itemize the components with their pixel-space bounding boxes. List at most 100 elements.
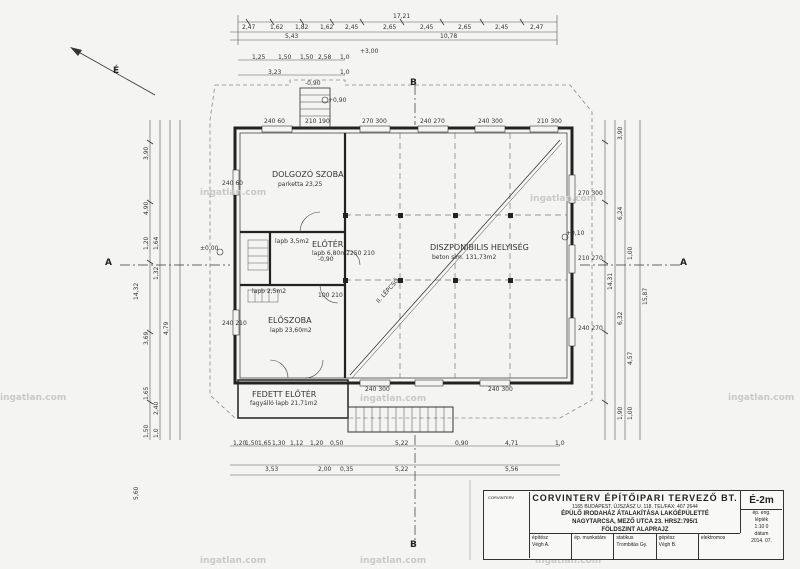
section-marker-b: B	[410, 78, 417, 88]
dim-bottom: 3,53	[265, 466, 279, 473]
opening-label: 240 300	[488, 386, 513, 393]
dim-bottom-small: 5,22	[395, 440, 409, 447]
dim-top-right: 10,78	[440, 33, 458, 40]
opening-label: 270 300	[578, 190, 603, 197]
section-marker-a: A	[680, 258, 687, 268]
room-name: ELŐTÉR	[312, 240, 344, 249]
dim-small: 3,23	[268, 69, 282, 76]
designer-cell: elektromos	[699, 534, 740, 559]
dim-bottom-small: 1,65	[258, 440, 272, 447]
dim-left: 1,20	[143, 236, 150, 250]
room-area: beton sim. 131,73m2	[432, 254, 497, 261]
project-location: NAGYTARCSA, MEZŐ UTCA 23. HRSZ:795/1	[572, 519, 698, 525]
watermark: ingatlan.com	[360, 556, 427, 566]
dim-bottom-small: 1,12	[290, 440, 304, 447]
dim-bottom-small: 1,30	[272, 440, 286, 447]
ep-eng: ép. eng.	[752, 510, 771, 516]
dim-top: 1,62	[320, 24, 334, 31]
dim-bottom-small: 4,71	[505, 440, 519, 447]
room-name: ELŐSZOBA	[268, 316, 312, 325]
dim-top: 2,45	[495, 24, 509, 31]
company-logo: CORVINTERV	[485, 492, 530, 558]
dim-left: 1,50	[143, 424, 150, 438]
dim-small: 1,50	[300, 54, 314, 61]
dim-left: 1,32	[153, 266, 160, 280]
room-area: lapb 2,5m2	[252, 288, 287, 295]
cell-value: Végh B.	[658, 542, 677, 548]
dim-top: 2,45	[345, 24, 359, 31]
dim-top: 2,65	[383, 24, 397, 31]
dim-top: 2,47	[242, 24, 256, 31]
dim-bottom-small: 1,20	[233, 440, 247, 447]
scale-label: lépték	[754, 517, 769, 523]
dim-right: 1,00	[627, 406, 634, 420]
dim-bottom: 5,56	[505, 466, 519, 473]
cell-value: Trombitás Gy.	[616, 542, 648, 548]
room-name: DISZPONIBILIS HELYISÉG	[430, 243, 529, 252]
dim-bottom: 2,00	[318, 466, 332, 473]
elevation-label: ±0,00	[200, 245, 219, 252]
dim-right: 6,32	[617, 311, 624, 325]
room-area: lapb 3,5m2	[275, 238, 310, 245]
dim-left: 1,65	[143, 386, 150, 400]
dim-bottom-small: 0,50	[330, 440, 344, 447]
opening-label: 210 190	[305, 118, 330, 125]
watermark: ingatlan.com	[200, 188, 267, 198]
dim-left: 1,0	[153, 428, 160, 438]
room-area: fagyálló lapb 21,71m2	[250, 400, 318, 407]
opening-label: 240 300	[478, 118, 503, 125]
dim-right-total: 14,31	[607, 272, 614, 290]
dim-right: 6,24	[617, 206, 624, 220]
dim-bottom: 5,22	[395, 466, 409, 473]
watermark: ingatlan.com	[200, 556, 267, 566]
elevation-label: -0,90	[318, 256, 334, 263]
watermark: ingatlan.com	[0, 393, 67, 403]
dim-top: 2,45	[420, 24, 434, 31]
cell-heading: statikus	[616, 535, 634, 541]
opening-label: 240 270	[578, 325, 603, 332]
cell-heading: ép. munkatárs	[574, 535, 606, 541]
watermark: ingatlan.com	[535, 556, 602, 566]
dim-bottom-small: 0,90	[455, 440, 469, 447]
opening-label: 250 210	[350, 250, 375, 257]
north-arrow-label: É	[113, 66, 120, 76]
title-block: CORVINTERV CORVINTERV ÉPÍTŐIPARI TERVEZŐ…	[483, 490, 784, 560]
opening-label: 240 60	[264, 118, 285, 125]
dim-small: 2,58	[318, 54, 332, 61]
room-name: DOLGOZÓ SZOBA	[272, 170, 344, 179]
opening-label: 270 300	[362, 118, 387, 125]
dim-small: 1,0	[340, 54, 350, 61]
address: 1165 BUDAPEST, ÚJSZÁSZ U. 118.	[572, 504, 653, 510]
logo-text: CORVINTERV	[488, 495, 515, 500]
title-right: É-2m ép. eng. lépték 1:10 0 dátum 2014. …	[741, 491, 782, 558]
elevation-label: +3,00	[360, 48, 379, 55]
opening-label: 240 270	[420, 118, 445, 125]
firm-name: CORVINTERV ÉPÍTŐIPARI TERVEZŐ BT.	[532, 493, 738, 503]
dim-top: 2,65	[458, 24, 472, 31]
opening-label: 240 60	[222, 180, 243, 187]
watermark: ingatlan.com	[530, 194, 597, 204]
room-area: lapb 23,60m2	[270, 327, 312, 334]
cell-value: Végh A.	[532, 542, 550, 548]
dim-small: 1,25	[252, 54, 266, 61]
room-area: lapb 6,80m2	[312, 250, 350, 257]
dim-right: 1,00	[627, 246, 634, 260]
dim-right: 4,57	[627, 351, 634, 365]
date-label: dátum	[754, 531, 769, 537]
cell-heading: elektromos	[700, 535, 726, 541]
dim-right: 3,90	[617, 126, 624, 140]
opening-label: 240 210	[222, 320, 247, 327]
opening-label: 210 300	[537, 118, 562, 125]
designer-cell: ép. munkatárs	[572, 534, 615, 559]
project-title: ÉPÜLŐ IRODAHÁZ ÁTALAKÍTÁSA LAKÓÉPÜLETTÉ	[561, 511, 709, 517]
dim-left: 4,79	[163, 321, 170, 335]
dim-bottom: 0,35	[340, 466, 354, 473]
dim-left-total: 14,32	[133, 282, 140, 300]
dim-left: 4,90	[143, 201, 150, 215]
dim-small: 1,50	[278, 54, 292, 61]
dim-left-side: 5,60	[133, 486, 140, 500]
firm-address: 1165 BUDAPEST, ÚJSZÁSZ U. 118. TEL/FAX: …	[530, 504, 740, 510]
section-marker-b: B	[410, 540, 417, 550]
